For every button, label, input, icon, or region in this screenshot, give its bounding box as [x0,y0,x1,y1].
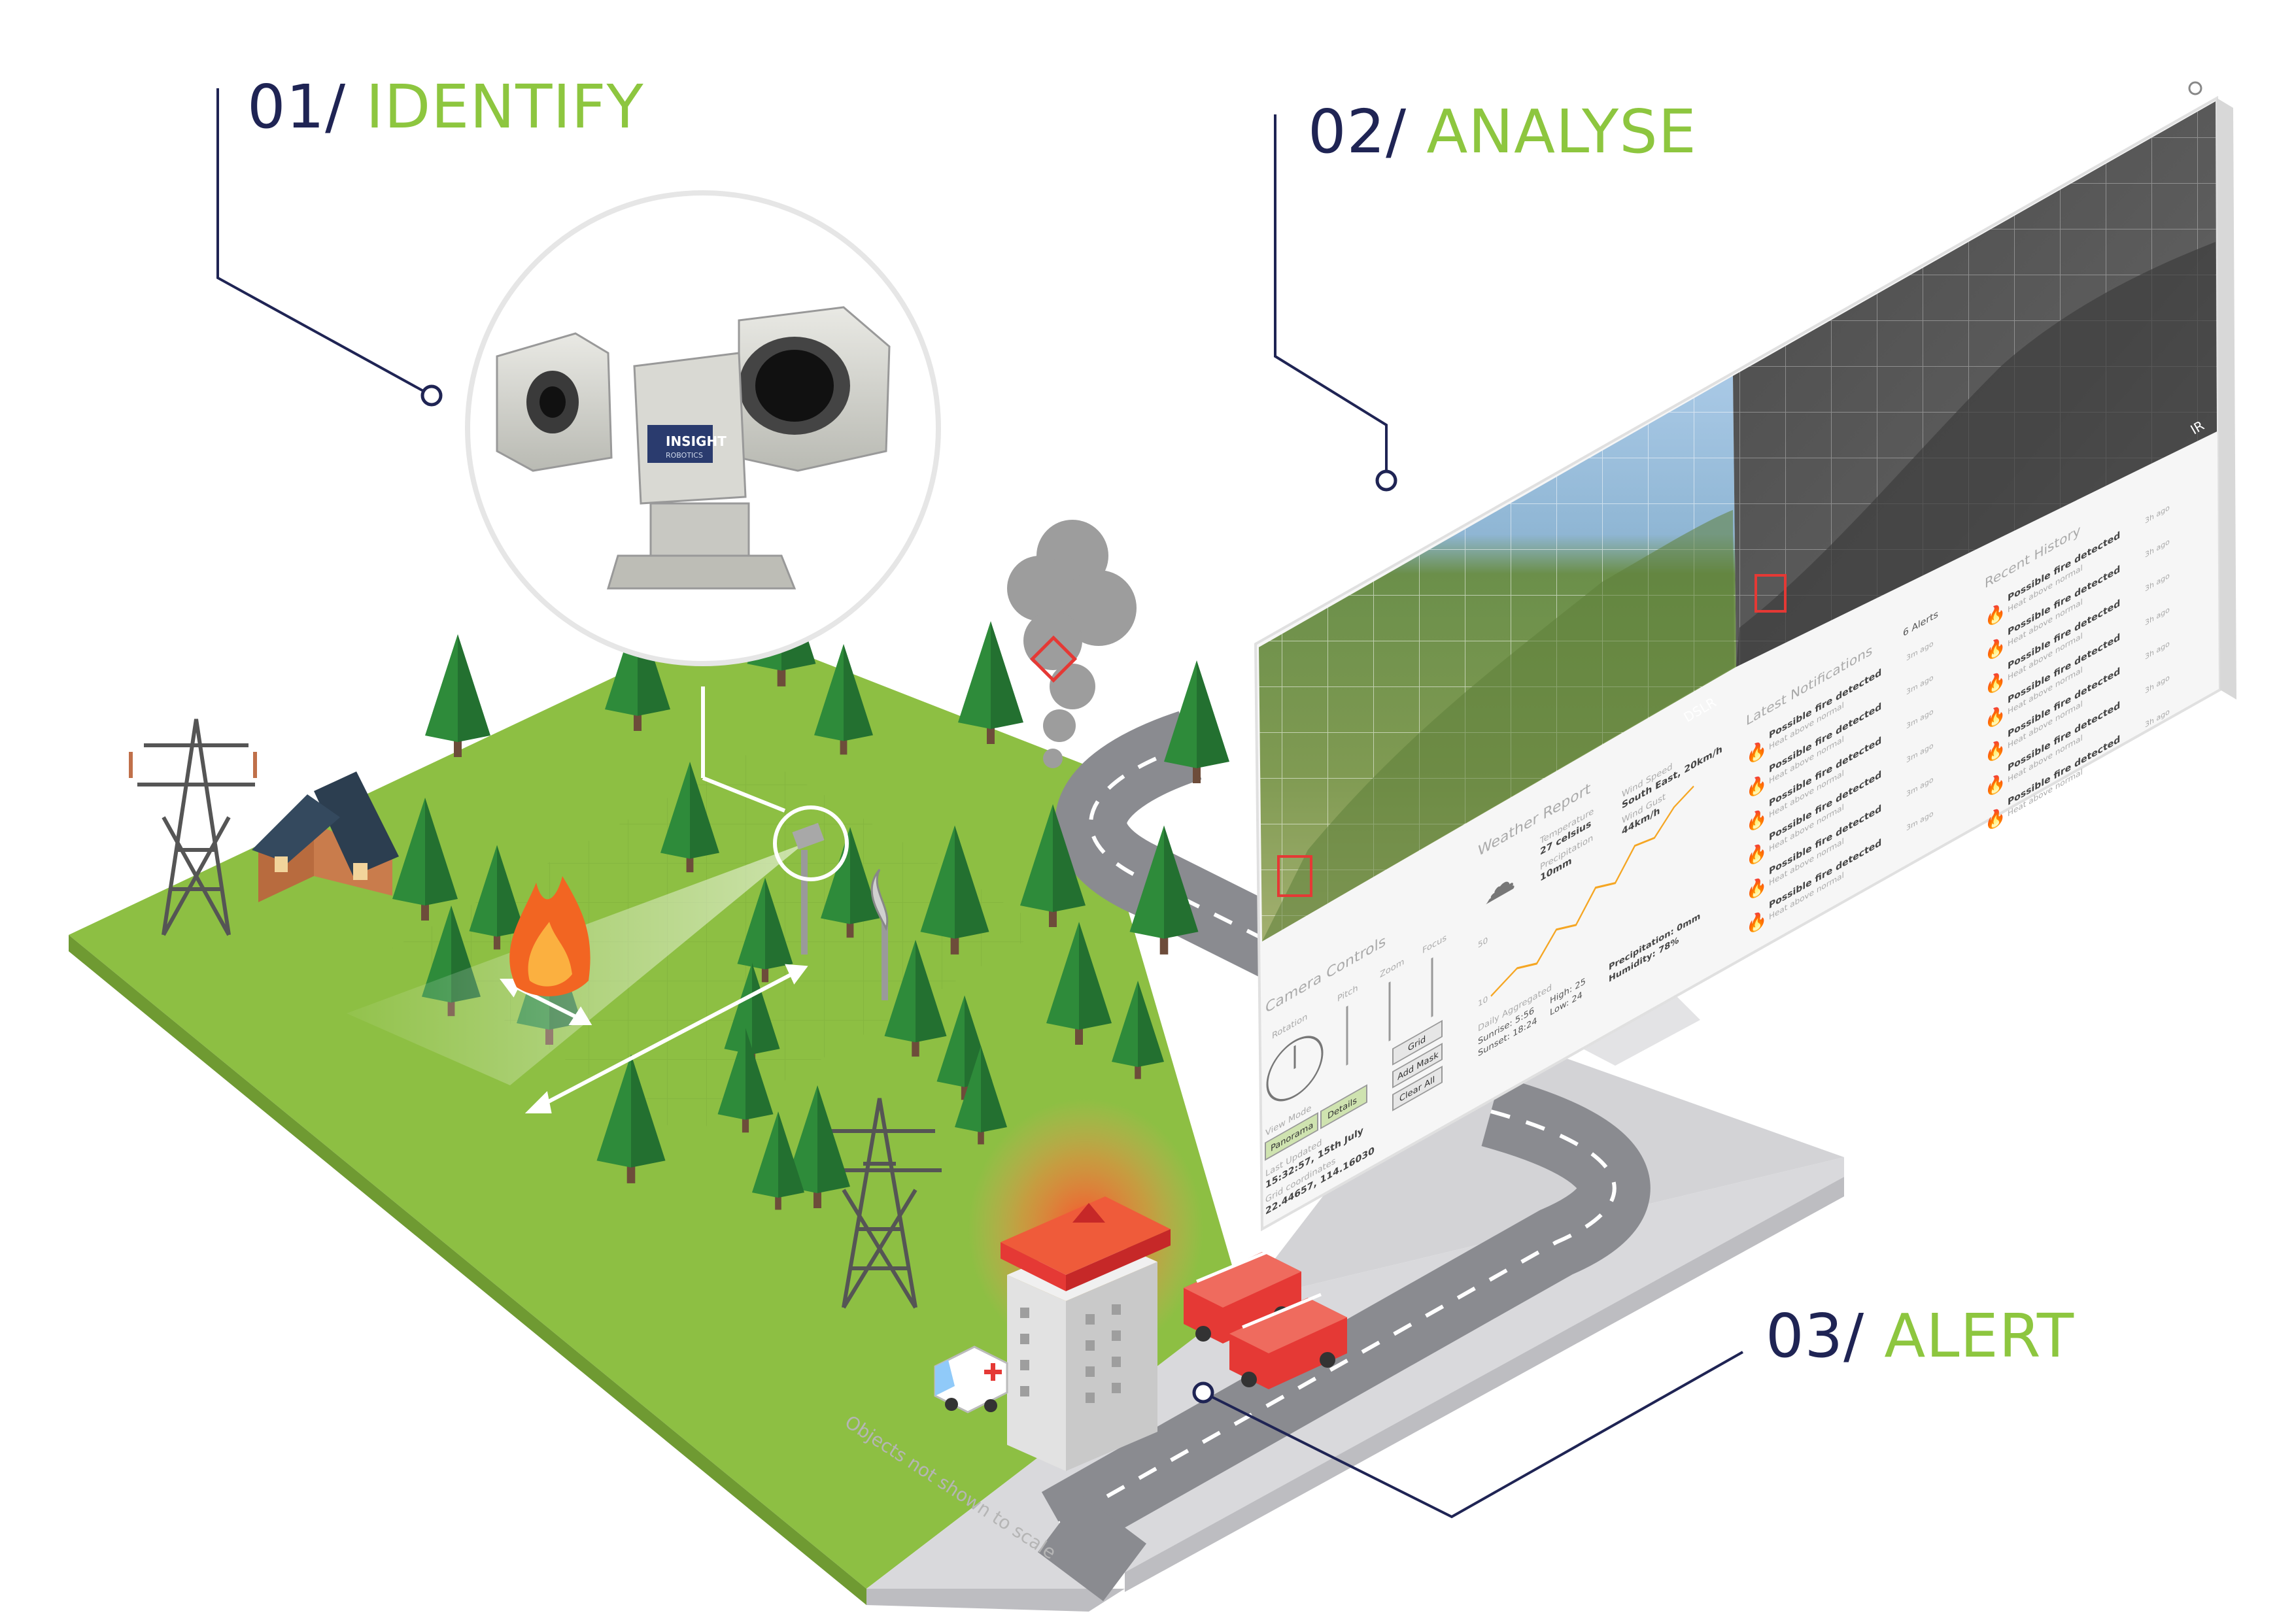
step-analyse: 02/ ANALYSE [1308,97,1697,167]
weather-trend-line [1490,785,1694,997]
tree [660,762,719,873]
tree [1164,660,1229,783]
tree [425,634,490,757]
dashboard-monitor: DSLR IR Camera Controls Rotation Pitch Z… [1254,81,2236,1232]
ambulance [934,1345,1008,1413]
tree [717,1028,774,1133]
camera-brand-sub: ROBOTICS [666,451,703,460]
fire [509,876,591,996]
tree [821,827,880,938]
step-analyse-number: 02/ [1308,97,1407,167]
thermal-camera: INSIGHT ROBOTICS [496,306,891,590]
pylon-left [129,719,257,936]
tree [814,644,873,755]
step-identify-number: 01/ [247,72,347,142]
clear-all-button[interactable] [1392,1066,1443,1111]
road-network [1038,711,1651,1601]
step-identify: 01/ IDENTIFY [247,72,644,142]
tree [1020,804,1086,927]
monitor-close-icon[interactable] [2188,81,2202,95]
tree [469,845,525,950]
tree [955,1046,1007,1145]
details-button[interactable] [1320,1084,1367,1130]
step-analyse-word: ANALYSE [1426,97,1697,167]
grid-button[interactable] [1392,1020,1443,1066]
building-windows [1020,1304,1121,1403]
wind-turbine [870,869,889,1000]
tree [884,939,947,1057]
camera-brand: INSIGHT [666,433,727,449]
add-mask-button[interactable] [1392,1043,1443,1089]
panorama-button[interactable] [1265,1111,1318,1161]
step-alert-word: ALERT [1884,1301,2075,1371]
tree [958,621,1023,744]
step-identify-word: IDENTIFY [366,72,644,142]
tree [737,877,793,983]
house [252,771,399,902]
tree [752,1111,804,1210]
callout-dots [420,384,1397,1404]
tree [1112,981,1164,1079]
step-alert: 03/ ALERT [1766,1301,2074,1371]
callout-lines [216,88,1743,1519]
camera-inset: INSIGHT ROBOTICS [465,190,941,813]
alarm-building [968,1098,1203,1471]
tree [1046,922,1112,1045]
smoke-plume [1007,520,1137,768]
tree [920,825,989,955]
tree [392,798,458,921]
rotation-dial[interactable] [1266,1026,1324,1112]
camera-pole [773,805,849,955]
fire-truck-2 [1229,1293,1347,1389]
step-alert-number: 03/ [1766,1301,1865,1371]
pylon-right [817,1098,942,1309]
tree [596,1054,666,1183]
tree [1129,825,1199,955]
